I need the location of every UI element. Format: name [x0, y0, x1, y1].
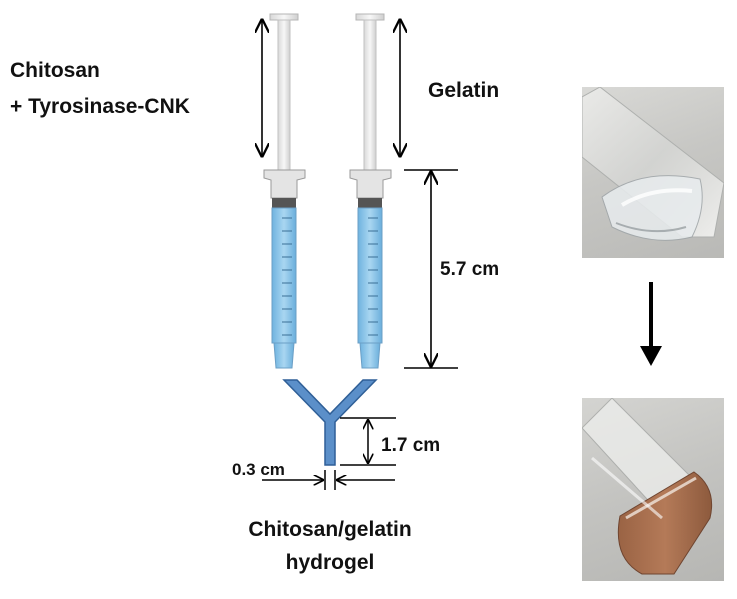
down-arrow-icon [640, 282, 662, 366]
y-channel [282, 379, 378, 466]
label-product-line2: hydrogel [285, 551, 375, 574]
label-channel-width: 0.3 cm [232, 460, 285, 479]
barrel-length-dimension [404, 169, 458, 369]
label-barrel-length: 5.7 cm [440, 259, 500, 280]
label-chitosan: Chitosan [10, 59, 100, 82]
left-syringe-graduations [282, 217, 292, 336]
label-tyrosinase-cnk: + Tyrosinase-CNK [10, 95, 190, 118]
photo-liquid-tube [582, 87, 724, 258]
left-syringe [263, 13, 306, 369]
right-syringe [349, 13, 392, 369]
label-gelatin: Gelatin [428, 79, 500, 102]
channel-width-dimension [262, 470, 395, 490]
right-syringe-graduations [368, 217, 378, 336]
photo-hydrogel-tube [582, 398, 724, 581]
label-product-line1: Chitosan/gelatin [248, 518, 412, 541]
label-channel-length: 1.7 cm [381, 435, 441, 456]
channel-length-dimension [340, 417, 396, 466]
